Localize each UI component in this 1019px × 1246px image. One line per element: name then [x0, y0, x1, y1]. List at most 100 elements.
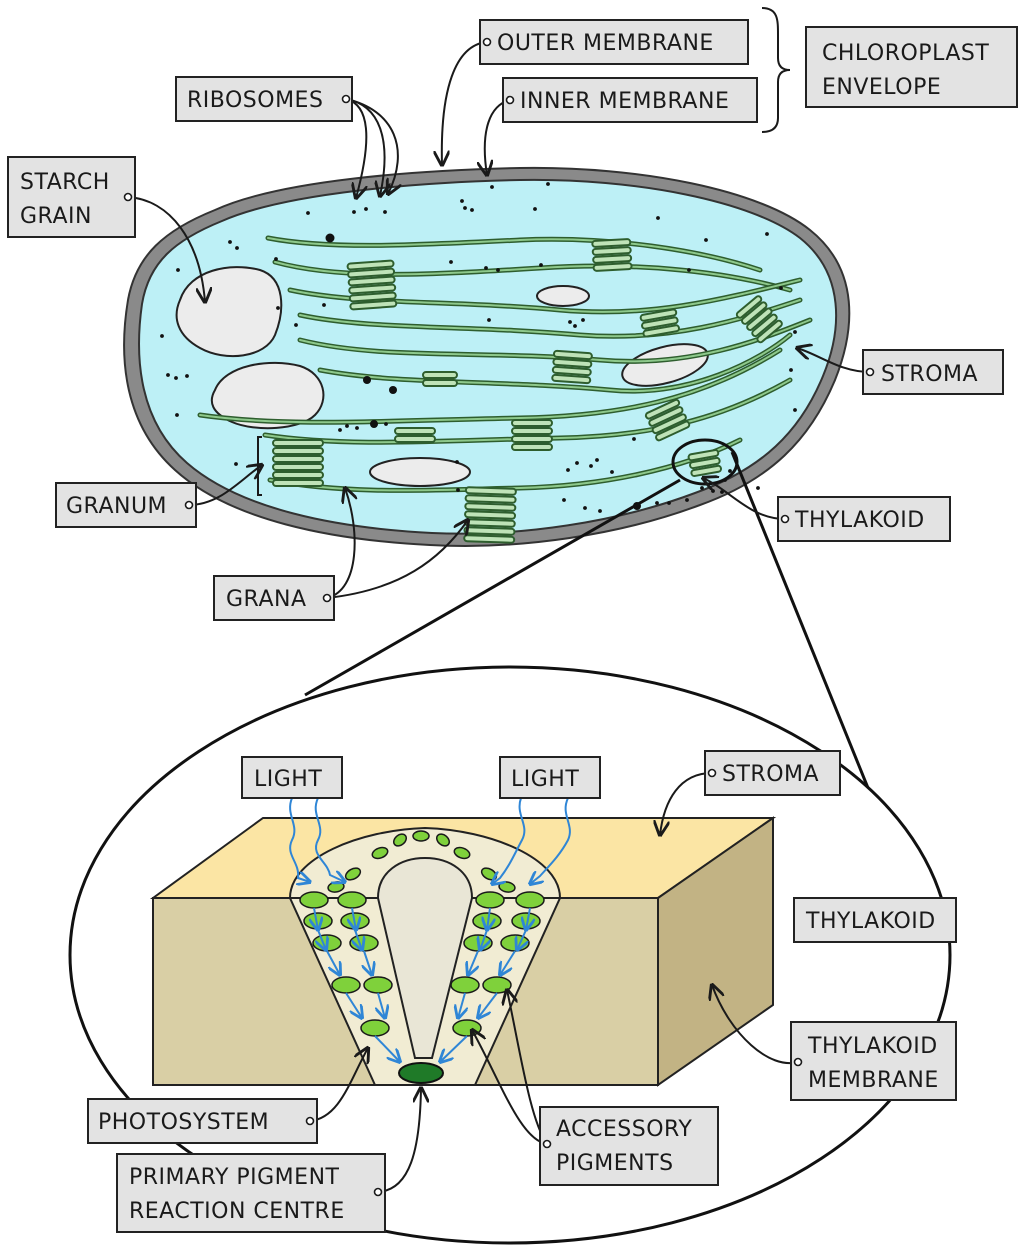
thylakoid-disc: [466, 487, 516, 495]
thylakoid-disc: [553, 367, 591, 376]
granum-stack: [464, 487, 516, 543]
ribosome: [789, 368, 793, 372]
inner-membrane-label: INNER MEMBRANE: [520, 89, 729, 114]
thylakoid-disc: [552, 375, 590, 384]
outer-membrane-label: OUTER MEMBRANE: [497, 31, 714, 56]
ribosome: [704, 238, 708, 242]
label-granum: GRANUM: [56, 483, 196, 527]
accessory-pigment: [413, 831, 429, 841]
ribosome: [235, 246, 239, 250]
ribosome: [383, 210, 387, 214]
thylakoid-disc: [465, 511, 515, 519]
label-thylakoid-bottom: THYLAKOID: [794, 898, 956, 942]
accessory-pigment: [313, 935, 341, 951]
ribosome: [573, 324, 577, 328]
ribosome: [174, 376, 178, 380]
label-grana: GRANA: [214, 576, 334, 620]
ribosome: [370, 420, 378, 428]
thylakoid-disc: [512, 444, 552, 450]
ribosome: [546, 182, 550, 186]
thylakoid-membrane-label-line2: MEMBRANE: [808, 1068, 939, 1093]
ribosome: [793, 330, 797, 334]
thylakoid-disc: [512, 436, 552, 442]
ribosome: [326, 234, 335, 243]
ribosome: [595, 458, 599, 462]
accessory-pigment: [464, 935, 492, 951]
ribosome: [294, 323, 298, 327]
ribosome: [568, 320, 572, 324]
ribosome: [562, 498, 566, 502]
label-ribosomes: RIBOSOMES: [176, 77, 352, 121]
stroma-top-label: STROMA: [881, 362, 978, 387]
label-stroma-bottom: STROMA: [705, 751, 840, 795]
starch-grain-label-line2: GRAIN: [20, 204, 92, 229]
ribosome: [363, 376, 371, 384]
ribosome: [487, 318, 491, 322]
label-starch-grain: STARCH GRAIN: [8, 157, 135, 237]
granum-stack: [512, 420, 552, 450]
thylakoid-disc: [395, 428, 435, 434]
thylakoid-disc: [423, 372, 457, 378]
ribosome: [700, 486, 704, 490]
thylakoid-disc: [464, 535, 514, 543]
accessory-pigment: [361, 1020, 389, 1036]
thylakoid-disc: [512, 428, 552, 434]
label-accessory-pigments: ACCESSORY PIGMENTS: [540, 1107, 718, 1185]
ribosome: [490, 185, 494, 189]
ribosome: [581, 318, 585, 322]
thylakoid-disc: [512, 420, 552, 426]
light-left-label: LIGHT: [254, 767, 322, 792]
starch-grain-label-line1: STARCH: [20, 170, 110, 195]
granum-stack: [347, 260, 396, 309]
thylakoid-disc: [464, 527, 514, 535]
ribosome: [322, 303, 326, 307]
thylakoid-disc: [273, 464, 323, 470]
ribosome: [274, 257, 278, 261]
thylakoid-disc: [466, 495, 516, 503]
ribosome: [566, 468, 570, 472]
ribosome: [364, 207, 368, 211]
ribosome: [185, 374, 189, 378]
ribosome: [728, 469, 732, 473]
thylakoid-disc: [273, 440, 323, 446]
accessory-pigment: [451, 977, 479, 993]
photosystem-label: PHOTOSYSTEM: [98, 1110, 269, 1135]
ribosome: [345, 424, 349, 428]
granum-label: GRANUM: [66, 494, 167, 519]
ribosome: [765, 232, 769, 236]
label-photosystem: PHOTOSYSTEM: [88, 1099, 317, 1143]
thylakoid-disc: [553, 359, 591, 368]
accessory-pigment: [476, 892, 504, 908]
starch-grain: [537, 286, 589, 306]
ribosome: [234, 462, 238, 466]
label-primary-pigment: PRIMARY PIGMENT REACTION CENTRE: [117, 1154, 385, 1232]
ribosome: [484, 266, 488, 270]
granum-stack: [688, 450, 721, 477]
ribosome: [598, 509, 602, 513]
accessory-pigment: [501, 935, 529, 951]
grana-label: GRANA: [226, 587, 307, 612]
accessory-pigment: [516, 892, 544, 908]
accessory-pigment: [364, 977, 392, 993]
primary-pigment-label-line2: REACTION CENTRE: [129, 1199, 345, 1224]
granum-stack: [423, 372, 457, 386]
chloroplast-envelope-label-line1: CHLOROPLAST: [822, 41, 989, 66]
label-light-left: LIGHT: [242, 757, 342, 798]
light-right-label: LIGHT: [511, 767, 579, 792]
thylakoid-disc: [423, 380, 457, 386]
ribosome: [160, 334, 164, 338]
accessory-pigment: [300, 892, 328, 908]
thylakoid-disc: [273, 472, 323, 478]
thylakoid-disc: [273, 448, 323, 454]
stroma-bottom-label: STROMA: [722, 762, 819, 787]
ribosome: [656, 216, 660, 220]
ribosome: [533, 207, 537, 211]
ribosome: [306, 211, 310, 215]
ribosome: [589, 464, 593, 468]
ribosome: [276, 306, 280, 310]
granum-stack: [395, 428, 435, 442]
label-inner-membrane: INNER MEMBRANE: [503, 78, 757, 122]
ribosome: [355, 426, 359, 430]
ribosome: [166, 373, 170, 377]
